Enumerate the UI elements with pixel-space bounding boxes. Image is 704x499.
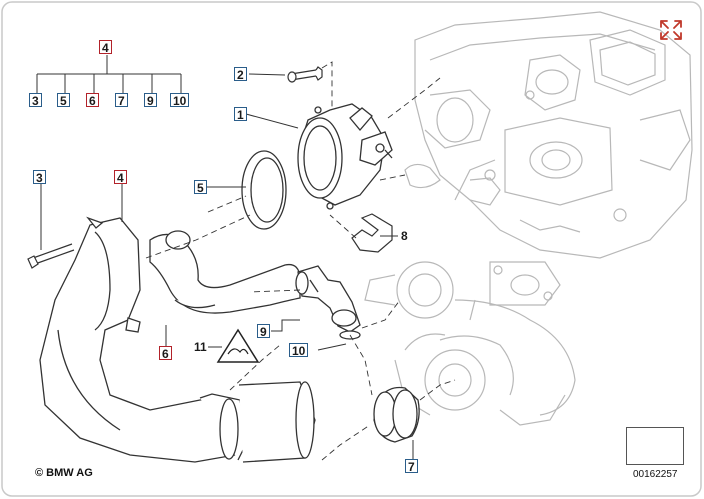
callout-1[interactable]: 1 <box>234 107 247 122</box>
expand-arrows-icon[interactable] <box>658 18 684 42</box>
leader-lines <box>36 55 414 459</box>
cylinder-head-illustration <box>404 11 693 259</box>
callout-6[interactable]: 6 <box>159 346 172 361</box>
bolt-left <box>27 243 75 269</box>
warning-triangle-icon <box>216 328 260 363</box>
gasket-ring <box>241 150 287 230</box>
callout-3-tree[interactable]: 3 <box>29 93 42 108</box>
callout-10-tree[interactable]: 10 <box>170 93 190 108</box>
callout-10[interactable]: 10 <box>289 343 309 358</box>
elbow-connector <box>295 265 361 340</box>
copyright-text: © BMW AG <box>35 467 93 479</box>
turbocharger-illustration <box>364 261 576 426</box>
callout-4[interactable]: 4 <box>114 170 127 185</box>
callout-2[interactable]: 2 <box>234 67 247 82</box>
document-number: 00162257 <box>633 469 678 480</box>
callout-7[interactable]: 7 <box>405 459 418 474</box>
clamp-clip <box>351 213 393 253</box>
callout-8[interactable]: 8 <box>401 229 408 243</box>
throttle-body <box>297 103 393 210</box>
callout-5[interactable]: 5 <box>194 180 207 195</box>
assembly-dashes <box>145 61 456 461</box>
callout-7-tree[interactable]: 7 <box>115 93 128 108</box>
next-page-button[interactable] <box>626 427 684 465</box>
callout-9-tree[interactable]: 9 <box>144 93 157 108</box>
callout-5-tree[interactable]: 5 <box>57 93 70 108</box>
callout-6-tree[interactable]: 6 <box>86 93 99 108</box>
intake-hose-large <box>39 216 316 463</box>
callout-9[interactable]: 9 <box>257 324 270 339</box>
callout-4-tree-root[interactable]: 4 <box>99 40 112 55</box>
bolt-top <box>287 66 323 83</box>
hose-ring <box>373 386 420 443</box>
callout-11[interactable]: 11 <box>194 340 207 354</box>
callout-3[interactable]: 3 <box>33 170 46 185</box>
